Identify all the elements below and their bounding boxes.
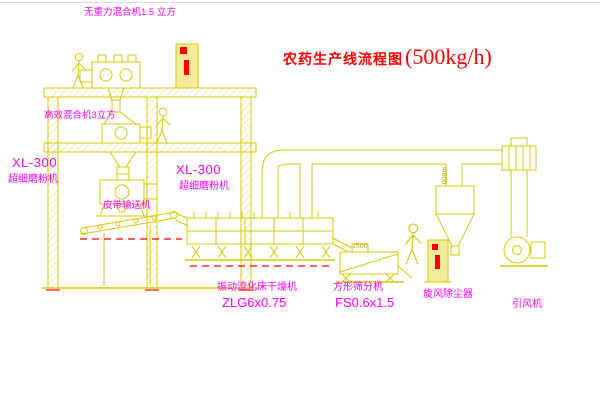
label-belt-conveyor: 皮带输送机 — [103, 200, 151, 211]
y-pipe-drawing — [109, 151, 137, 175]
label-dryer-name: 振动流化床干燥机 — [217, 282, 297, 293]
exhaust-duct-drawing — [261, 149, 502, 218]
label-mill-left-model: XL-300 — [12, 155, 57, 170]
worker-figure-ground — [404, 223, 422, 265]
label-sieve-name: 方形筛分机 — [333, 282, 383, 293]
gravity-mixer-drawing — [79, 54, 141, 112]
efficient-mixer-drawing — [101, 111, 152, 144]
sieve-drawing — [336, 243, 413, 283]
worker-figure-roof — [71, 52, 87, 89]
indicator-light — [180, 47, 187, 54]
building-structure — [42, 87, 258, 291]
diagram-title: 农药生产线流程图 (500kg/h) — [283, 44, 492, 70]
label-dryer-model: ZLG6x0.75 — [222, 295, 287, 310]
cyclone-dim-label: Φ600 — [440, 167, 447, 185]
label-cyclone: 旋风除尘器 — [423, 289, 473, 300]
sieve-dim-label: 1500 — [352, 243, 368, 250]
mill-drawing — [96, 173, 158, 217]
label-fan: 引风机 — [512, 299, 542, 310]
top-edge-line — [0, 2, 600, 3]
label-mill-center-model: XL-300 — [176, 162, 221, 177]
worker-figure-floor — [155, 107, 171, 144]
label-mill-left-name: 超细磨粉机 — [8, 174, 58, 185]
label-sieve-model: FS0.6x1.5 — [335, 295, 395, 310]
fluid-bed-dryer-drawing — [175, 212, 353, 267]
title-capacity: (500kg/h) — [405, 44, 492, 69]
indicator-light — [432, 244, 438, 250]
label-efficient-mixer: 高效混合机3立方 — [44, 110, 116, 121]
title-text: 农药生产线流程图 — [283, 51, 403, 67]
cyclone-drawing — [435, 164, 475, 256]
fan-stack-drawing — [500, 137, 548, 267]
control-cabinet-ground — [424, 239, 452, 283]
belt-conveyor-drawing — [80, 211, 182, 286]
label-gravity-mixer: 无重力混合机1.5 立方 — [84, 7, 176, 18]
control-cabinet-top — [175, 43, 199, 89]
label-mill-center-name: 超细磨粉机 — [179, 181, 229, 192]
